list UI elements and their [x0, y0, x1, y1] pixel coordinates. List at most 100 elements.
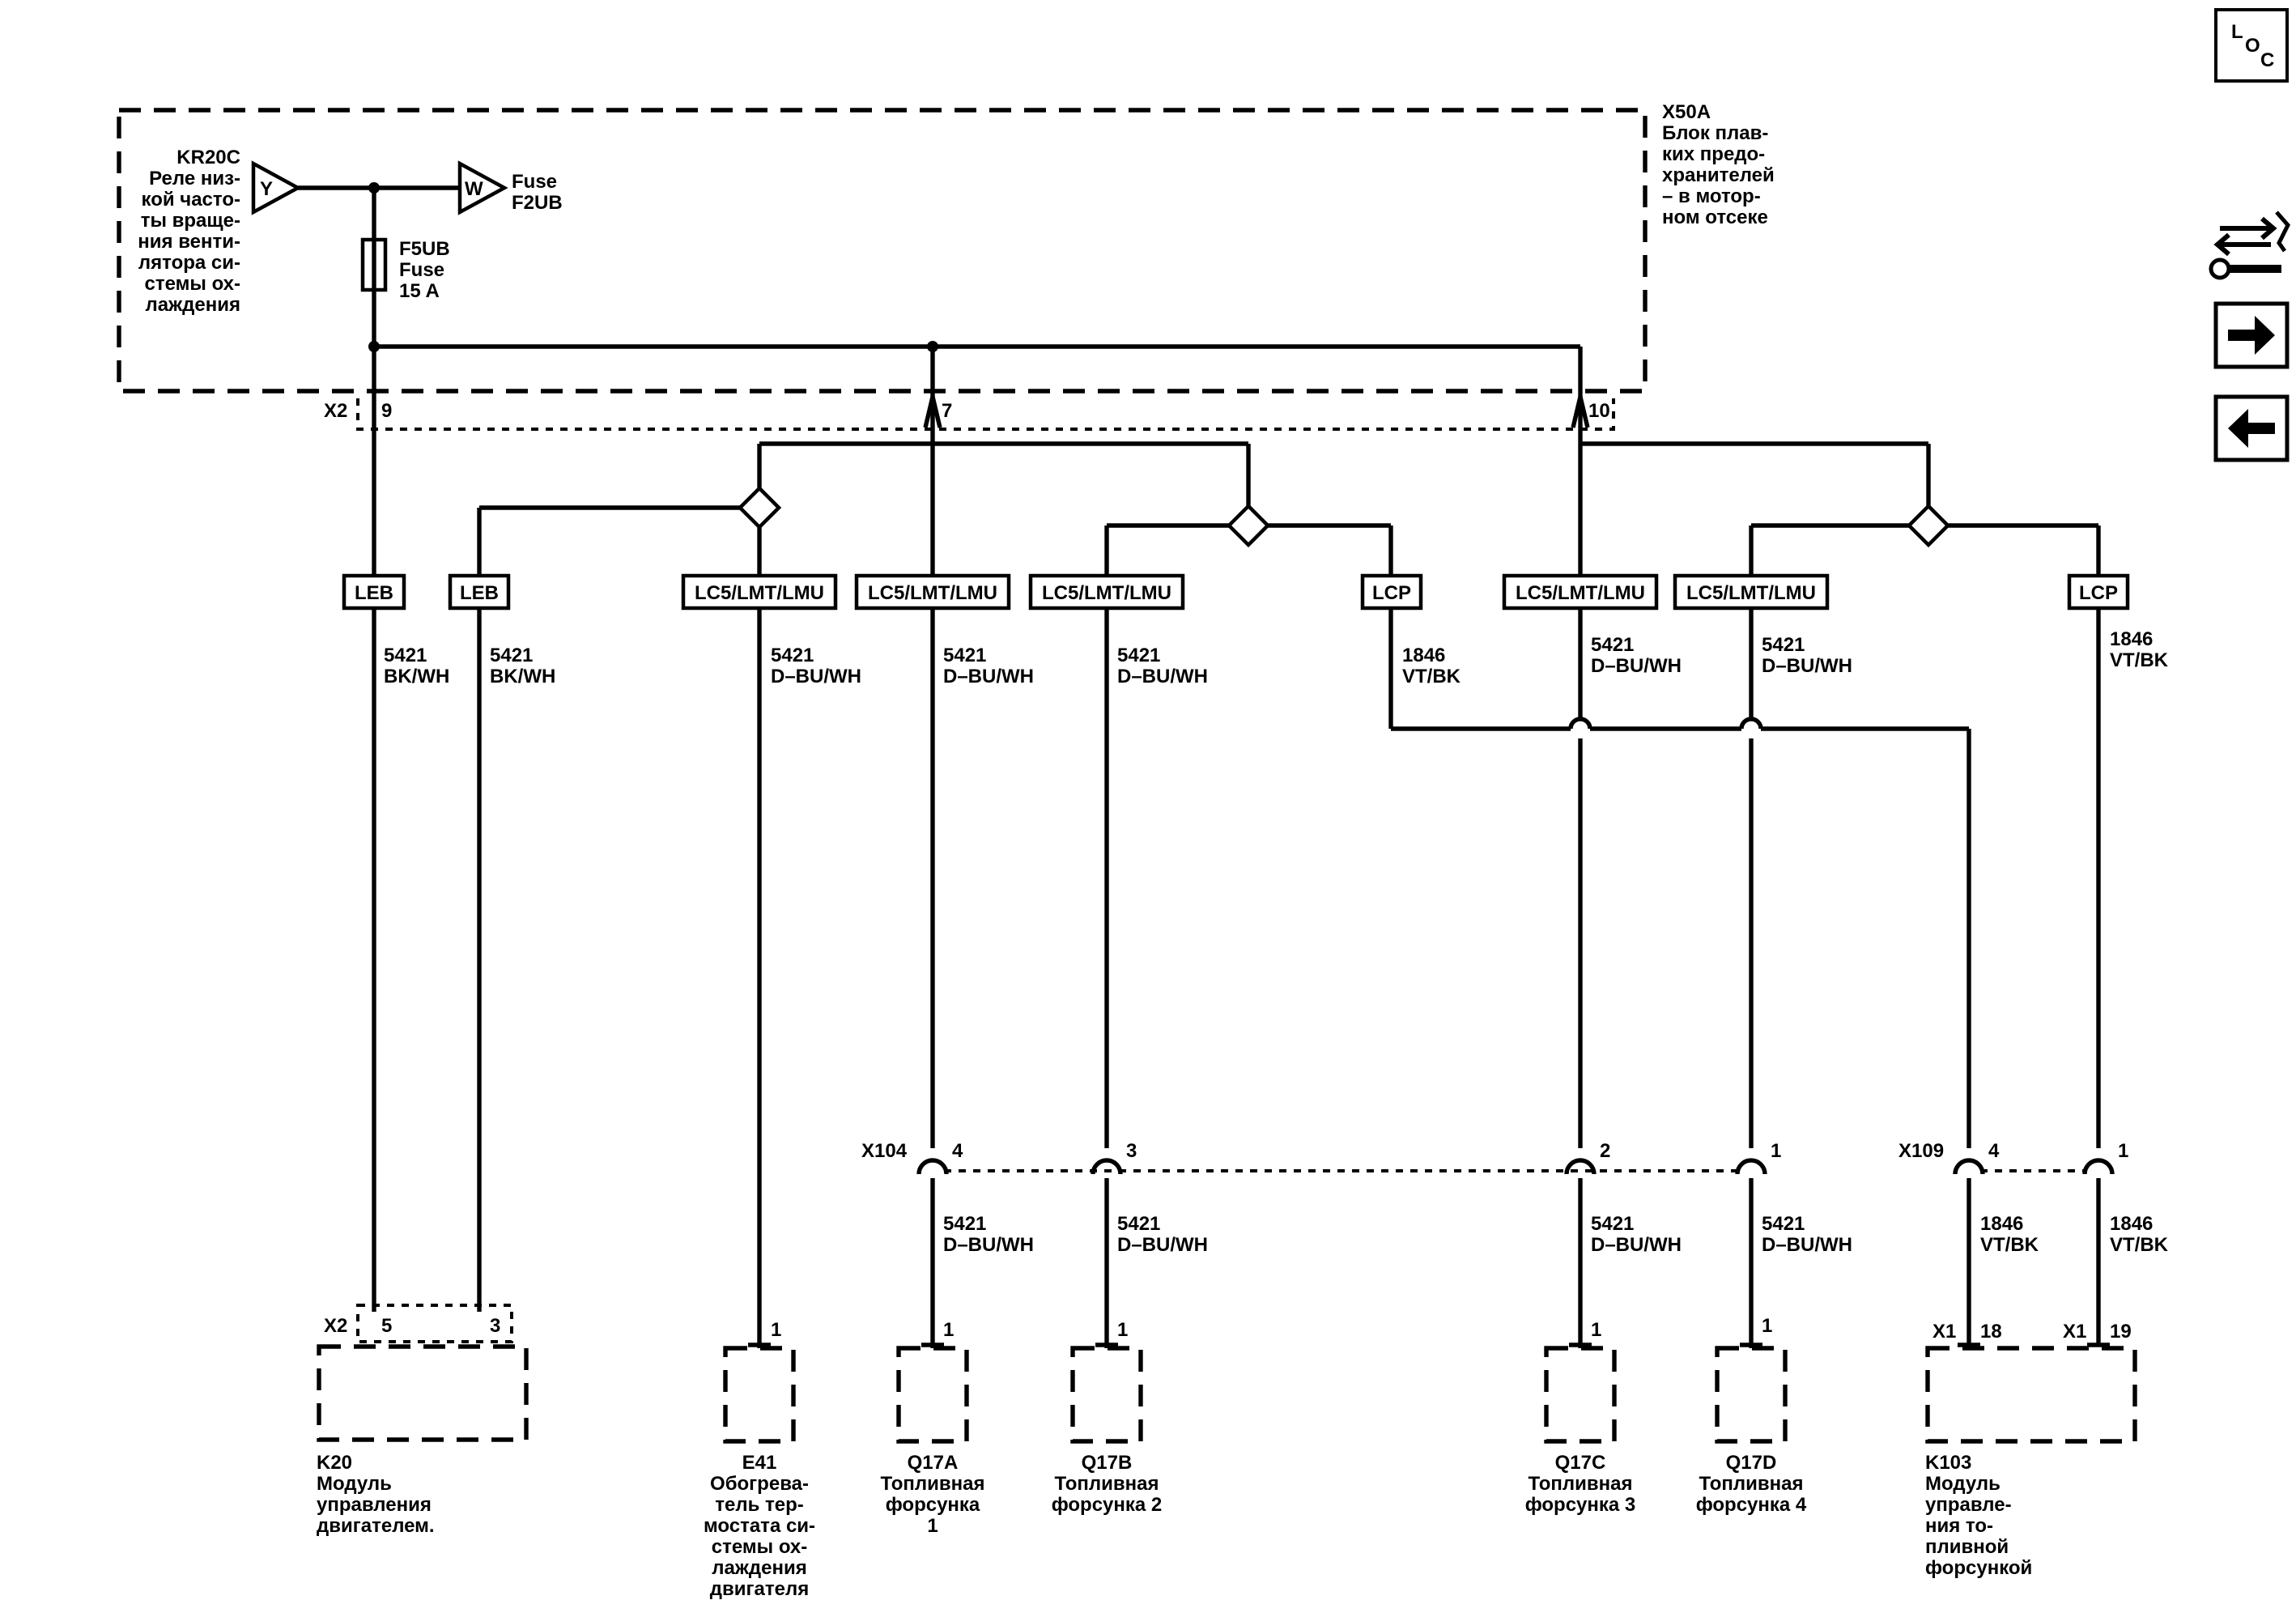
q17b-pin: 1: [1117, 1319, 1128, 1341]
relay-pin-y: Y: [260, 178, 273, 200]
q17a-pin: 1: [943, 1319, 954, 1341]
e41-desc-6: двигателя: [710, 1578, 809, 1600]
q17a-outline: [896, 1346, 969, 1444]
wire-num: 5421: [1762, 1213, 1805, 1235]
e41-desc-5: лаждения: [712, 1557, 806, 1579]
k103-pin-18: 18: [1980, 1321, 2002, 1343]
fuse-block-desc-2: ких предо-: [1662, 143, 1765, 165]
wire-num: 5421: [1762, 634, 1805, 656]
previous-page-button[interactable]: [2213, 394, 2290, 462]
k103-desc-2: управле-: [1925, 1494, 2012, 1516]
connector-x104-id: X104: [861, 1140, 908, 1162]
k20-connector-id: X2: [324, 1315, 347, 1337]
wire-num: 5421: [490, 645, 533, 666]
svg-text:LCP: LCP: [2079, 582, 2118, 604]
option-label-lcp-left: LCP: [1360, 573, 1423, 611]
wire-num: 5421: [943, 1213, 986, 1235]
svg-text:LC5/LMT/LMU: LC5/LMT/LMU: [695, 582, 824, 604]
e41-pin: 1: [771, 1319, 781, 1341]
e41-id: E41: [742, 1452, 777, 1474]
fuse-f2ub-label-1: Fuse: [512, 171, 557, 193]
fuse-block-desc-5: ном отсеке: [1662, 206, 1768, 228]
inline-connector-pins: [916, 1158, 2115, 1175]
relay-desc-7: лаждения: [146, 294, 240, 316]
connector-x2-outline: [356, 398, 1615, 431]
arrow-right-icon: [2228, 316, 2275, 355]
option-label-lc5-q17a: LC5/LMT/LMU: [854, 573, 1011, 611]
e41-desc-2: тель тер-: [715, 1494, 804, 1516]
fuse-block-desc-3: хранителей: [1662, 164, 1775, 186]
q17c-desc-2: форсунка 3: [1525, 1494, 1636, 1516]
loc-letter-o: O: [2245, 35, 2260, 57]
location-button[interactable]: L O C: [2214, 8, 2289, 83]
k20-pin-3: 3: [490, 1315, 500, 1337]
q17d-outline: [1715, 1346, 1788, 1444]
connector-x2-pin-10: 10: [1588, 400, 1610, 422]
wire-num: 1846: [1980, 1213, 2023, 1235]
q17a-id: Q17A: [908, 1452, 959, 1474]
k20-desc-2: управления: [317, 1494, 432, 1516]
q17b-desc-2: форсунка 2: [1052, 1494, 1163, 1516]
connector-x2-pin-7: 7: [942, 400, 952, 422]
svg-text:LC5/LMT/LMU: LC5/LMT/LMU: [1516, 582, 1645, 604]
fuse-block-desc-4: – в мотор-: [1662, 185, 1761, 207]
relay-desc-3: ты враще-: [141, 210, 240, 232]
relay-id: KR20C: [176, 147, 240, 168]
wire-color: D–BU/WH: [1762, 655, 1852, 677]
wire-color: D–BU/WH: [943, 666, 1034, 687]
wire-color: D–BU/WH: [1117, 666, 1208, 687]
option-diamond: [1226, 503, 1271, 548]
connector-x109-id: X109: [1898, 1140, 1944, 1162]
fuse-block-id: X50A: [1662, 101, 1711, 123]
k20-pin-5: 5: [381, 1315, 392, 1337]
svg-text:LCP: LCP: [1372, 582, 1411, 604]
k20-connector-outline: [356, 1304, 513, 1343]
q17c-desc-1: Топливная: [1529, 1473, 1633, 1495]
q17d-id: Q17D: [1726, 1452, 1777, 1474]
relay-desc-6: стемы ох-: [145, 273, 240, 295]
connector-x104-pin-1: 1: [1771, 1140, 1781, 1162]
k103-id: K103: [1925, 1452, 1971, 1474]
q17a-desc-1: Топливная: [881, 1473, 985, 1495]
wire-color: BK/WH: [490, 666, 555, 687]
svg-text:LEB: LEB: [460, 582, 499, 604]
wire-num: 5421: [1117, 1213, 1160, 1235]
fuse-f2ub-pin: W: [465, 178, 483, 200]
k20-desc-3: двигателем.: [317, 1515, 435, 1537]
wire-num: 5421: [1591, 1213, 1634, 1235]
diagnostic-tool-icon[interactable]: [2209, 211, 2290, 280]
q17b-outline: [1070, 1346, 1143, 1444]
relay-desc-2: кой часто-: [142, 189, 241, 211]
option-diamond: [737, 485, 782, 530]
loc-letter-l: L: [2231, 21, 2243, 43]
fuse-f2ub-triangle: [457, 160, 508, 215]
wire-crossover-hop: [1568, 717, 1592, 730]
relay-desc-1: Реле низ-: [149, 168, 240, 189]
e41-desc-3: мостата си-: [704, 1515, 815, 1537]
wire-num: 1846: [1402, 645, 1445, 666]
wire-color: VT/BK: [2110, 649, 2169, 671]
wire-num: 1846: [2110, 1213, 2153, 1235]
option-label-leb-1: LEB: [342, 573, 406, 611]
wire-color: D–BU/WH: [1762, 1234, 1852, 1256]
fuse-f2ub-label-2: F2UB: [512, 192, 563, 214]
wire-color: VT/BK: [2110, 1234, 2169, 1256]
e41-desc-4: стемы ох-: [712, 1536, 807, 1558]
pin-chevron: [923, 396, 942, 428]
wire-num: 5421: [384, 645, 427, 666]
k103-desc-1: Модуль: [1925, 1473, 2000, 1495]
svg-text:LC5/LMT/LMU: LC5/LMT/LMU: [868, 582, 997, 604]
q17c-pin: 1: [1591, 1319, 1601, 1341]
k20-desc-1: Модуль: [317, 1473, 392, 1495]
wire-color: D–BU/WH: [943, 1234, 1034, 1256]
wire-num: 5421: [1591, 634, 1634, 656]
wire-color: VT/BK: [1402, 666, 1461, 687]
q17b-id: Q17B: [1082, 1452, 1133, 1474]
k103-desc-5: форсункой: [1925, 1557, 2032, 1579]
q17c-id: Q17C: [1555, 1452, 1606, 1474]
pin-chevron: [1571, 396, 1590, 428]
option-label-lc5-e41: LC5/LMT/LMU: [681, 573, 838, 611]
k20-id: K20: [317, 1452, 352, 1474]
next-page-button[interactable]: [2213, 301, 2290, 369]
fuse-f5ub-label-3: 15 A: [399, 280, 440, 302]
